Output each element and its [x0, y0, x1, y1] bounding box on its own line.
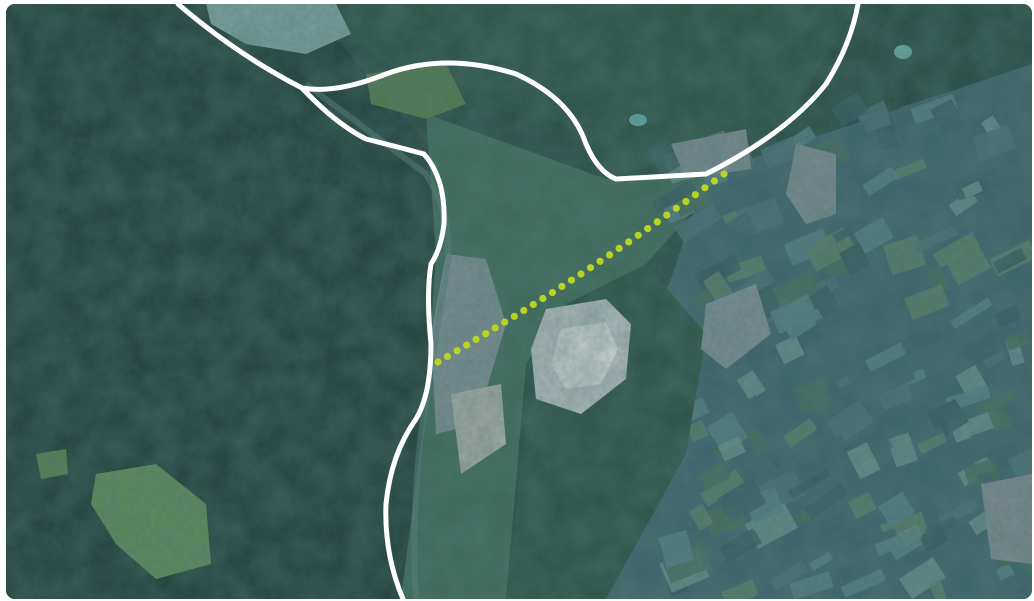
connection-dot [501, 318, 509, 326]
connection-dot [710, 177, 719, 185]
connection-dot [520, 306, 528, 315]
connection-dot [434, 358, 442, 366]
connection-dot [720, 170, 728, 178]
connection-dot [663, 211, 671, 219]
terrain-texture-fine [6, 4, 1032, 599]
map-view[interactable] [6, 4, 1032, 599]
connection-dot [529, 300, 537, 309]
connection-dot [596, 257, 604, 265]
route-line-valley[interactable] [299, 85, 447, 599]
connection-dot [558, 282, 566, 290]
connection-dot [491, 324, 499, 332]
connection-dot [586, 264, 595, 272]
connection-dot [634, 231, 642, 239]
connection-dot [539, 294, 547, 303]
connection-dot [672, 204, 680, 212]
connection-dot [625, 238, 633, 246]
connection-dot [472, 335, 480, 343]
connection-dot [510, 312, 518, 320]
connection-dot [453, 347, 461, 355]
connection-dot [443, 352, 452, 360]
connection-dot [691, 191, 700, 199]
connection-dot [548, 288, 557, 297]
connection-dot [644, 225, 652, 233]
connection-dot [463, 341, 471, 349]
connection-dot [682, 197, 690, 206]
connection-dot [482, 330, 490, 338]
aerial-map-svg [6, 4, 1032, 599]
connection-dot [653, 218, 661, 226]
dotted-connection-path[interactable] [434, 170, 728, 366]
connection-dot [567, 276, 576, 284]
connection-dot [606, 251, 614, 259]
connection-dot [615, 244, 623, 252]
connection-dot [701, 184, 709, 192]
connection-dot [577, 270, 585, 278]
